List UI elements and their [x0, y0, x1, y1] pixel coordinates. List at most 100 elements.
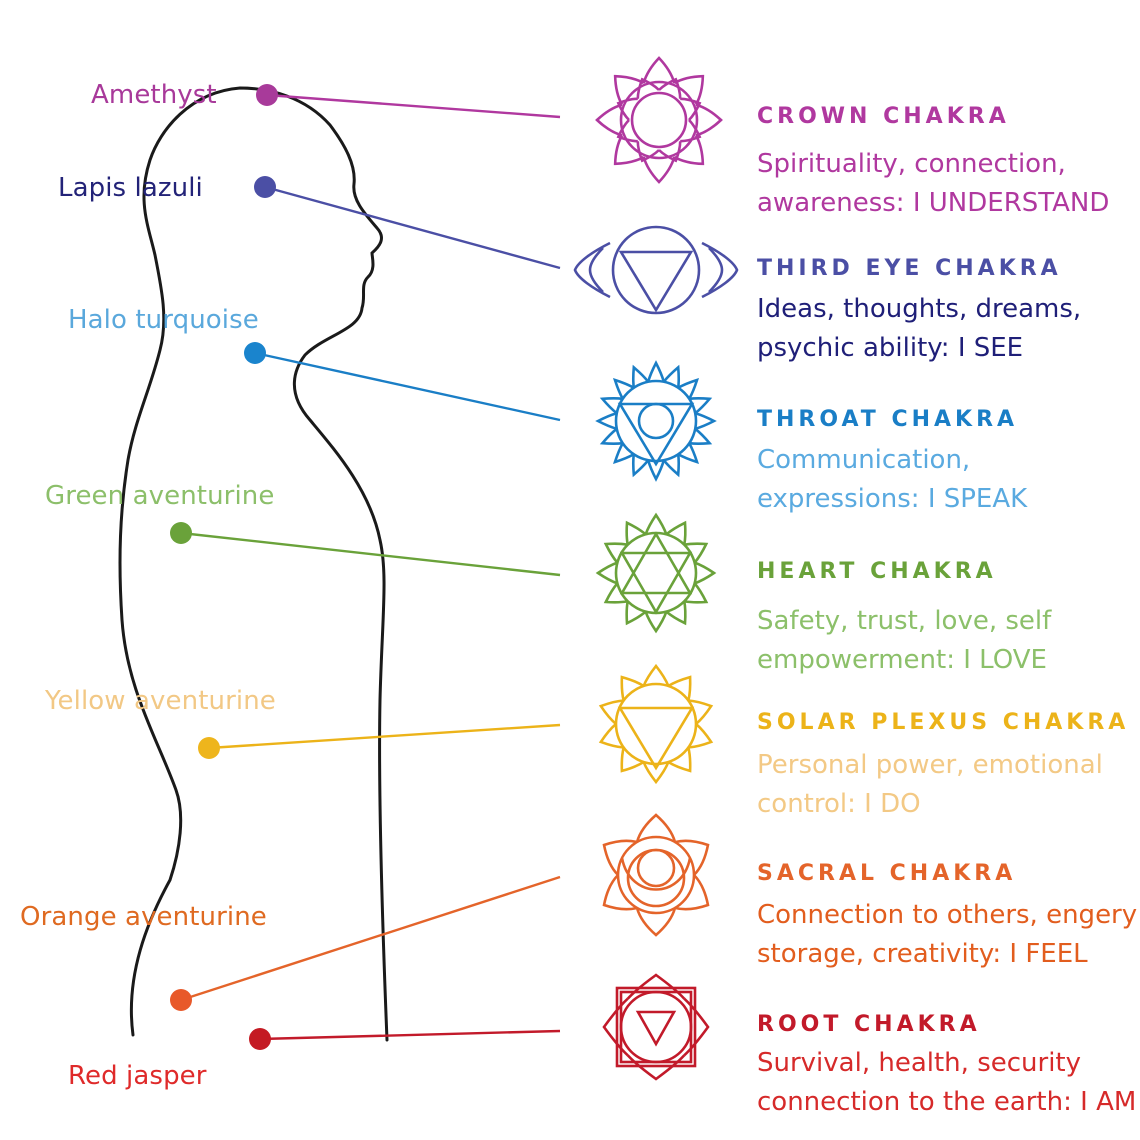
- throat-chakra-petal: [612, 377, 635, 400]
- sacral-chakra-petal: [635, 907, 677, 937]
- throat-chakra-petal: [612, 442, 635, 465]
- crown-chakra-petal: [613, 134, 645, 166]
- crown-chakra-petal: [642, 156, 676, 184]
- crown-chakra-petal: [695, 103, 723, 137]
- heart-chakra-petal: [625, 601, 647, 626]
- crown-chakra-ring: [619, 80, 699, 160]
- crown-chakra-inner-petal: [680, 97, 702, 121]
- crown-chakra-inner-petal: [616, 97, 638, 121]
- crown-chakra-petal: [642, 56, 676, 84]
- root-chakra-petal: [626, 1054, 686, 1081]
- throat-chakra-petal: [689, 427, 713, 446]
- throat-point-dot: [244, 342, 266, 364]
- root-connector-line: [259, 1029, 561, 1041]
- crown-chakra-petal: [673, 134, 705, 166]
- sacral-chakra-petal: [635, 813, 677, 843]
- root-chakra-petal: [626, 973, 686, 1000]
- throat-chakra-petal: [646, 459, 666, 482]
- root-chakra-icon: [602, 973, 710, 1081]
- crown-chakra-ring: [630, 91, 688, 149]
- heart-chakra-petal: [684, 582, 709, 604]
- throat-connector-line: [254, 351, 561, 422]
- heart-chakra-petal: [595, 561, 618, 585]
- solar-plexus-chakra-petal: [642, 663, 670, 687]
- crown-chakra-petal: [673, 74, 705, 106]
- crown-chakra-title: CROWN CHAKRA: [757, 104, 1010, 129]
- solar-plexus-chakra-desc-line2: control: I DO: [757, 789, 921, 819]
- third-eye-chakra-desc-line2: psychic ability: I SEE: [757, 333, 1024, 363]
- root-chakra-desc-line1: Survival, health, security: [757, 1048, 1081, 1078]
- throat-chakra-petal: [677, 377, 700, 400]
- crown-point-dot: [256, 84, 278, 106]
- crown-chakra-petal: [595, 103, 623, 137]
- root-chakra-desc-line2: connection to the earth: I AM: [757, 1087, 1137, 1117]
- heart-chakra-title: HEART CHAKRA: [757, 559, 997, 584]
- stone-label-orange-aventurine: Orange aventurine: [20, 902, 267, 932]
- solar-plexus-chakra-petal: [667, 747, 692, 773]
- solar-plexus-chakra-petal: [688, 722, 714, 749]
- stone-label-amethyst: Amethyst: [91, 80, 217, 110]
- stone-label-green-aventurine: Green aventurine: [45, 481, 275, 511]
- solar-plexus-chakra-petal: [598, 722, 624, 749]
- throat-chakra-title: THROAT CHAKRA: [757, 407, 1019, 432]
- crown-chakra-inner-petal: [680, 119, 702, 143]
- third-eye-chakra-title: THIRD EYE CHAKRA: [757, 256, 1062, 281]
- crown-chakra-desc-line2: awareness: I UNDERSTAND: [757, 188, 1110, 218]
- root-chakra-petal: [683, 997, 710, 1057]
- heart-point-dot: [170, 522, 192, 544]
- root-chakra-petal: [602, 997, 629, 1057]
- sacral-chakra-desc-line2: storage, creativity: I FEEL: [757, 939, 1088, 969]
- crown-connector-line: [266, 93, 561, 119]
- heart-chakra-description: Safety, trust, love, self empowerment: I…: [757, 602, 1051, 680]
- crown-chakra-inner-petal: [616, 119, 638, 143]
- throat-chakra-petal: [631, 364, 650, 388]
- throat-chakra-petal: [599, 427, 623, 446]
- sacral-chakra-description: Connection to others, engery storage, cr…: [757, 896, 1137, 974]
- body-silhouette: [118, 86, 389, 1042]
- heart-chakra-petal: [665, 601, 687, 626]
- solar-plexus-chakra-petal: [620, 747, 645, 773]
- throat-chakra-petal: [689, 396, 713, 415]
- sacral-chakra-petal: [602, 874, 638, 911]
- heart-chakra-petal: [694, 561, 717, 585]
- sacral-chakra-petal: [602, 839, 638, 876]
- heart-chakra-petal: [603, 582, 628, 604]
- heart-chakra-icon: [595, 512, 717, 634]
- solar-plexus-chakra-petal: [667, 675, 692, 701]
- crown-chakra-description: Spirituality, connection, awareness: I U…: [757, 145, 1109, 223]
- heart-connector-line: [180, 531, 561, 577]
- throat-chakra-icon: [595, 360, 717, 482]
- crown-chakra-inner-petal: [658, 141, 682, 163]
- third-eye-point-dot: [254, 176, 276, 198]
- heart-chakra-petal: [684, 542, 709, 564]
- solar-plexus-chakra-title: SOLAR PLEXUS CHAKRA: [757, 710, 1130, 735]
- solar-plexus-chakra-petal: [642, 761, 670, 785]
- third-eye-chakra-desc-line1: Ideas, thoughts, dreams,: [757, 294, 1082, 324]
- solar-plexus-chakra-petal: [688, 699, 714, 726]
- throat-chakra-desc-line1: Communication,: [757, 445, 971, 475]
- third-eye-connector-line: [264, 185, 561, 270]
- throat-chakra-petal: [677, 442, 700, 465]
- stone-label-halo-turquoise: Halo turquoise: [68, 305, 259, 335]
- heart-chakra-petal: [603, 542, 628, 564]
- heart-chakra-desc-line1: Safety, trust, love, self: [757, 606, 1052, 636]
- sacral-point-dot: [170, 989, 192, 1011]
- throat-chakra-description: Communication, expressions: I SPEAK: [757, 441, 1027, 519]
- heart-chakra-petal: [644, 512, 668, 535]
- solar-plexus-point-dot: [198, 737, 220, 759]
- throat-chakra-petal: [631, 454, 650, 478]
- stone-label-yellow-aventurine: Yellow aventurine: [45, 686, 276, 716]
- sacral-connector-line: [180, 875, 561, 1002]
- throat-chakra-petal: [662, 364, 681, 388]
- heart-chakra-petal: [644, 611, 668, 634]
- solar-plexus-chakra-petal: [620, 675, 645, 701]
- third-eye-chakra-description: Ideas, thoughts, dreams, psychic ability…: [757, 290, 1081, 368]
- solar-plexus-chakra-icon: [598, 663, 714, 785]
- heart-chakra-petal: [665, 520, 687, 545]
- crown-chakra-inner-petal: [636, 141, 660, 163]
- sacral-chakra-petal: [674, 839, 710, 876]
- sacral-chakra-desc-line1: Connection to others, engery: [757, 900, 1138, 930]
- throat-chakra-petal: [694, 411, 717, 431]
- root-chakra-description: Survival, health, security connection to…: [757, 1044, 1136, 1122]
